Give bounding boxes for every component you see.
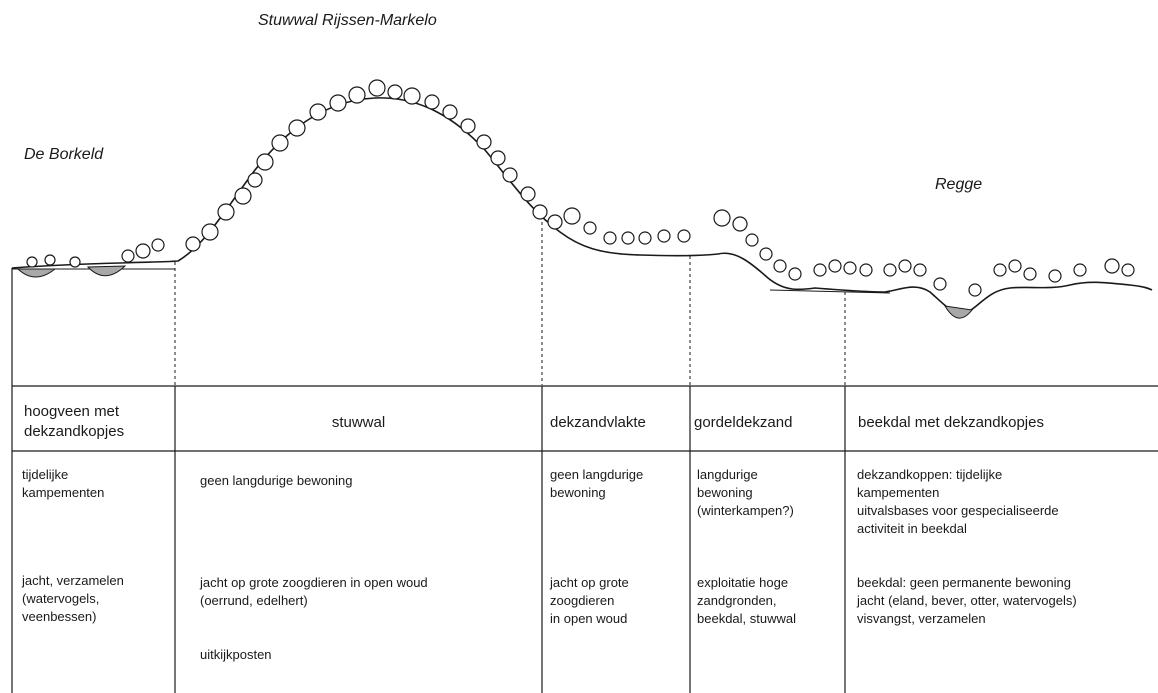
trees	[26, 79, 1135, 297]
header-beekdal: beekdal met dekzandkopjes	[858, 414, 1044, 431]
header-stuwwal: stuwwal	[331, 414, 386, 431]
header-gordeldekzand: gordeldekzand	[694, 414, 793, 431]
occupation-stuwwal: geen langdurige bewoning	[200, 473, 353, 488]
table-grid	[12, 385, 1158, 693]
header-dekzandvlakte: dekzandvlakte	[550, 414, 646, 431]
activity-stuwwal: jacht op grote zoogdieren in open woud (…	[200, 575, 428, 608]
occupation-gordeldekzand: langdurige bewoning (winterkampen?)	[697, 467, 794, 518]
activity-beekdal: beekdal: geen permanente bewoning jacht …	[857, 575, 1077, 626]
extra-stuwwal: uitkijkposten	[200, 647, 272, 662]
occupation-beekdal: dekzandkoppen: tijdelijke kampementen ui…	[857, 467, 1059, 536]
activity-hoogveen: jacht, verzamelen (watervogels, veenbess…	[22, 573, 124, 624]
zone-separators	[174, 222, 846, 385]
east-baseline	[769, 289, 891, 294]
occupation-dekzandvlakte: geen langdurige bewoning	[550, 467, 644, 500]
east-place-label: Regge	[935, 176, 983, 193]
activity-gordeldekzand: exploitatie hoge zandgronden, beekdal, s…	[697, 575, 796, 626]
peat-hollow	[86, 265, 127, 277]
west-place-label: De Borkeld	[24, 146, 104, 163]
activity-dekzandvlakte: jacht op grote zoogdieren in open woud	[550, 575, 629, 626]
occupation-hoogveen: tijdelijke kampementen	[22, 467, 105, 500]
ridge-label: Stuwwal Rijssen-Markelo	[258, 12, 437, 29]
stream-hollow	[944, 305, 973, 319]
header-hoogveen: hoogveen met dekzandkopjes	[24, 403, 125, 440]
peat-hollow	[16, 268, 57, 278]
terrain-profile	[11, 97, 1153, 315]
